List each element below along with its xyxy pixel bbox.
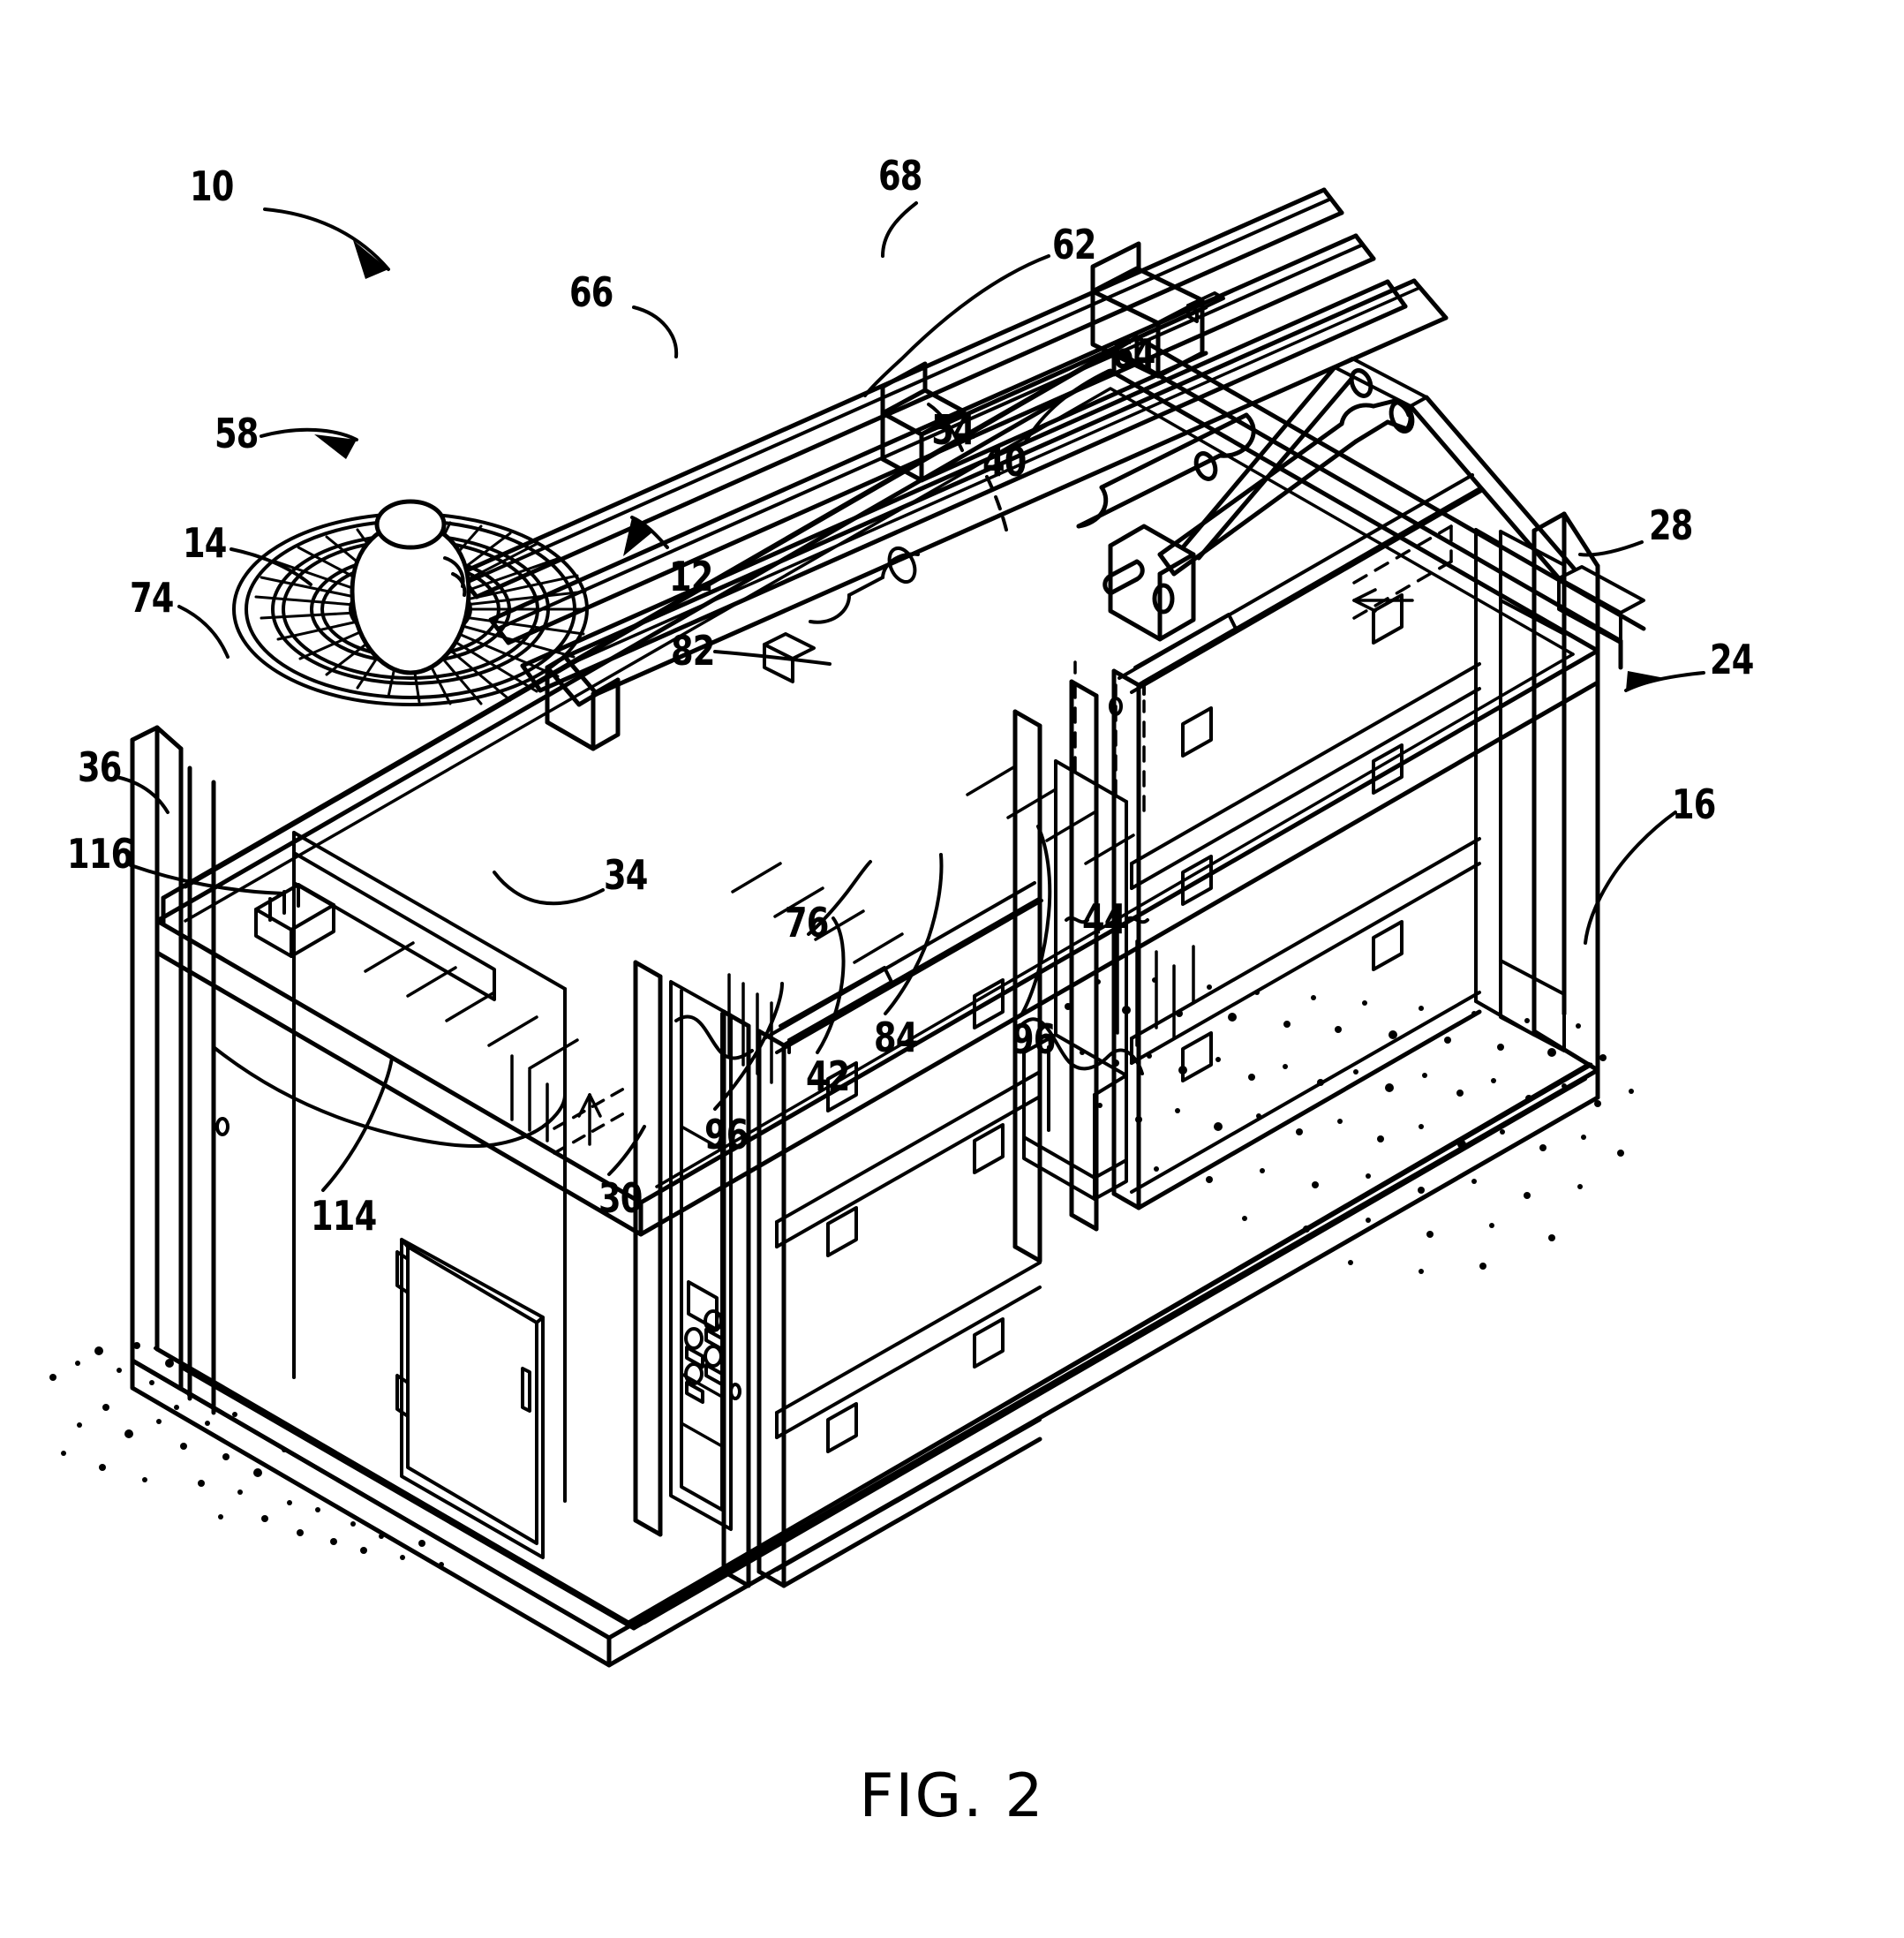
- ref-numeral-12: 12: [669, 553, 713, 600]
- ref-numeral-40: 40: [982, 438, 1027, 486]
- roof-opening-arrow: [1352, 588, 1414, 613]
- support-frame-bottom: [1474, 999, 1536, 1037]
- boom-roller: [809, 546, 920, 624]
- panel-right-mullion-1: [1130, 662, 1481, 890]
- ref-numeral-116: 116: [67, 830, 133, 878]
- control-panel: [669, 980, 733, 1531]
- right-bay-backwall-dashed: [1073, 660, 1146, 812]
- ref-numeral-114: 114: [311, 1192, 377, 1240]
- ref-numeral-66: 66: [569, 268, 613, 316]
- door-hinge-bottom: [395, 1374, 410, 1418]
- control-panel-switch-2: [704, 1309, 724, 1351]
- cross-bracket-rail: [919, 305, 1208, 483]
- leader-arrowheads: [314, 240, 1665, 690]
- carriage-small-tab: [1186, 291, 1225, 323]
- panel-clip-right: [1181, 593, 1404, 1082]
- panel-bottom-rail: [775, 1418, 1042, 1572]
- fan-hub-side: [443, 556, 467, 597]
- panel-fastener: [729, 1383, 741, 1400]
- tray-wall-hatch: [1116, 924, 1195, 1047]
- control-panel-break: [674, 1014, 754, 1060]
- door-handle: [521, 1367, 531, 1413]
- ref-numeral-14: 14: [183, 519, 227, 567]
- ref-numeral-34: 34: [604, 851, 648, 899]
- control-panel-display: [687, 1280, 719, 1331]
- mount-hole: [1152, 583, 1175, 615]
- mount-pin: [1103, 559, 1145, 596]
- boom-box-beam-inner: [568, 286, 1421, 666]
- boom-end-cap: [545, 665, 621, 751]
- ref-numeral-62: 62: [1052, 221, 1096, 268]
- ref-numeral-36: 36: [78, 743, 122, 791]
- door-hinge-top: [395, 1250, 410, 1294]
- left-bay-hatch: [510, 1054, 567, 1151]
- ref-numeral-10: 10: [190, 162, 234, 210]
- figure-caption: FIG. 2: [859, 1761, 1045, 1831]
- ref-numeral-74: 74: [130, 574, 174, 622]
- vertical-column-mid-left: [187, 765, 216, 1415]
- ref-numeral-68: 68: [878, 152, 922, 200]
- ref-numeral-16: 16: [1672, 780, 1716, 828]
- top-frame-rail: [161, 335, 1140, 927]
- wall-fastener: [215, 1117, 230, 1136]
- panel-gusset-left: [779, 966, 893, 1054]
- panel-clip: [826, 978, 1005, 1453]
- roof-opening-dashed-left: [553, 1084, 630, 1155]
- panel-mullion-2: [775, 1261, 1042, 1439]
- vertical-column-left-front: [130, 725, 184, 1391]
- ref-numeral-42: 42: [806, 1052, 850, 1100]
- control-panel-switch-4: [704, 1345, 724, 1386]
- panel-right-mullion-2: [1130, 837, 1481, 1065]
- left-bay-shelf: [292, 851, 496, 1001]
- actuator-base-mount: [1108, 524, 1196, 642]
- control-bay-column-2: [721, 1009, 751, 1588]
- pivot-pin-upper: [1388, 400, 1415, 434]
- boom-rail-mid-inner: [496, 243, 1365, 630]
- ref-numeral-58: 58: [214, 410, 259, 457]
- ref-numeral-54: 54: [931, 406, 975, 454]
- leader-lines: [115, 201, 1705, 1192]
- actuator-rod: [1157, 421, 1358, 577]
- lower-frame-rail-2: [643, 1077, 1587, 1625]
- ref-numeral-64: 64: [1111, 330, 1155, 378]
- ref-numeral-82: 82: [671, 627, 715, 675]
- ref-numeral-44: 44: [1082, 895, 1126, 943]
- cylinder-port-2: [1349, 368, 1373, 398]
- ref-numeral-24: 24: [1710, 636, 1754, 683]
- backwall-fastener: [1109, 697, 1123, 716]
- fan-hub-cap: [374, 499, 447, 550]
- panel-mullion-1: [775, 1070, 1042, 1248]
- control-panel-switch-3: [684, 1362, 704, 1404]
- internal-tray: [1022, 1033, 1128, 1201]
- cylinder-port: [1193, 451, 1218, 481]
- control-panel-switch-1: [684, 1327, 704, 1369]
- ref-numeral-76: 76: [785, 899, 829, 946]
- break-line-left: [212, 1045, 524, 1148]
- ref-numeral-84: 84: [874, 1014, 918, 1061]
- panel-bay-left-frame: [756, 896, 1042, 1588]
- ref-numeral-96-right: 96: [1012, 1015, 1056, 1063]
- ref-numeral-28: 28: [1649, 501, 1693, 549]
- roof-diagonal-brace-b: [1408, 395, 1577, 581]
- pivot-link: [1339, 398, 1413, 444]
- panel-bay-right-top-rail: [1118, 473, 1483, 694]
- base-rail: [154, 1062, 1591, 1625]
- ref-numeral-30: 30: [598, 1174, 643, 1222]
- ref-numeral-96-left: 96: [704, 1111, 749, 1158]
- left-bay-backwall: [212, 784, 567, 1503]
- boom-rail-upper-inner: [464, 197, 1333, 584]
- panel-gusset-right: [1133, 613, 1238, 696]
- roof-opening-dashed: [1352, 524, 1453, 620]
- right-cap-bar: [1557, 565, 1645, 645]
- roof-opening-arrow-left: [577, 1093, 602, 1146]
- control-bay-column: [633, 960, 663, 1537]
- panel-right-bottom-rail: [1130, 991, 1481, 1194]
- corner-post-right-inner: [1474, 528, 1502, 1017]
- roof-slab: [154, 368, 1600, 1237]
- boom-tab: [763, 632, 816, 683]
